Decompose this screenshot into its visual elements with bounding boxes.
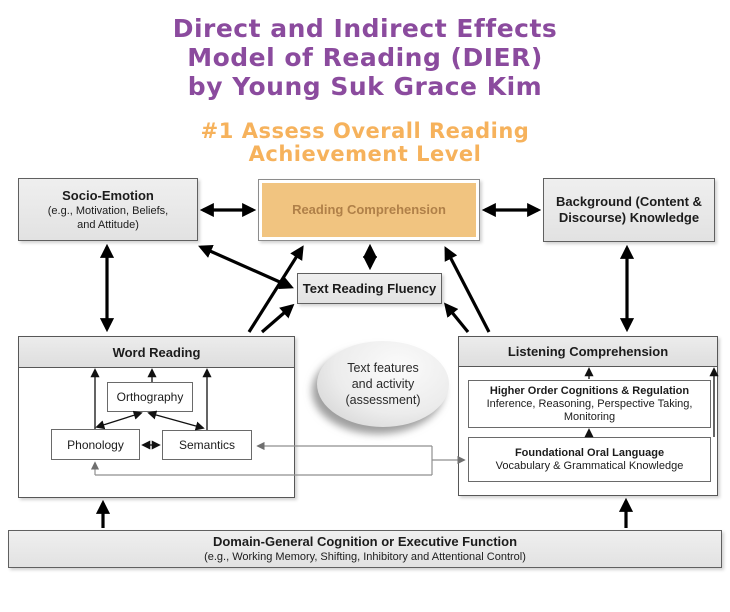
- listening-comprehension-header: Listening Comprehension: [459, 337, 717, 367]
- arrow-listening-readingcomprehension: [444, 246, 491, 333]
- semantics-box: Semantics: [162, 430, 252, 460]
- assessment-annotation: #1 Assess Overall Reading Achievement Le…: [200, 119, 530, 166]
- domain-general-cognition-box: Domain-General Cognition or Executive Fu…: [8, 530, 722, 568]
- text-reading-fluency-title: Text Reading Fluency: [302, 280, 437, 296]
- socio-emotion-title: Socio-Emotion: [62, 187, 154, 203]
- word-reading-container: Word Reading: [18, 336, 295, 498]
- text-features-ellipse: Text features and activity (assessment): [317, 341, 449, 427]
- foundational-subtitle: Vocabulary & Grammatical Knowledge: [495, 460, 684, 472]
- socio-emotion-box: Socio-Emotion (e.g., Motivation, Beliefs…: [18, 178, 198, 241]
- phonology-box: Phonology: [51, 429, 140, 460]
- domain-general-examples: (e.g., Working Memory, Shifting, Inhibit…: [204, 551, 526, 563]
- background-knowledge-title: Background (Content & Discourse) Knowled…: [556, 194, 702, 225]
- reading-comprehension-box: Reading Comprehension: [258, 179, 480, 241]
- word-reading-header: Word Reading: [19, 337, 294, 368]
- higher-order-subtitle: Inference, Reasoning, Perspective Taking…: [486, 398, 693, 423]
- arrow-socioemotion-fluency: [198, 244, 294, 290]
- higher-order-cognitions-box: Higher Order Cognitions & Regulation Inf…: [468, 380, 711, 428]
- arrow-wordreading-fluency: [260, 303, 295, 334]
- foundational-oral-language-box: Foundational Oral Language Vocabulary & …: [468, 437, 711, 482]
- domain-general-title: Domain-General Cognition or Executive Fu…: [212, 534, 518, 549]
- higher-order-title: Higher Order Cognitions & Regulation: [489, 385, 690, 397]
- orthography-box: Orthography: [107, 382, 193, 412]
- text-reading-fluency-box: Text Reading Fluency: [297, 273, 442, 304]
- background-knowledge-box: Background (Content & Discourse) Knowled…: [543, 178, 715, 242]
- arrow-listening-fluency: [443, 302, 470, 334]
- socio-emotion-examples: (e.g., Motivation, Beliefs, and Attitude…: [47, 204, 169, 231]
- arrow-wordreading-readingcomprehension: [247, 245, 304, 333]
- reading-comprehension-title: Reading Comprehension: [292, 202, 446, 217]
- foundational-title: Foundational Oral Language: [514, 447, 665, 459]
- diagram-title: Direct and Indirect Effects Model of Rea…: [172, 14, 558, 101]
